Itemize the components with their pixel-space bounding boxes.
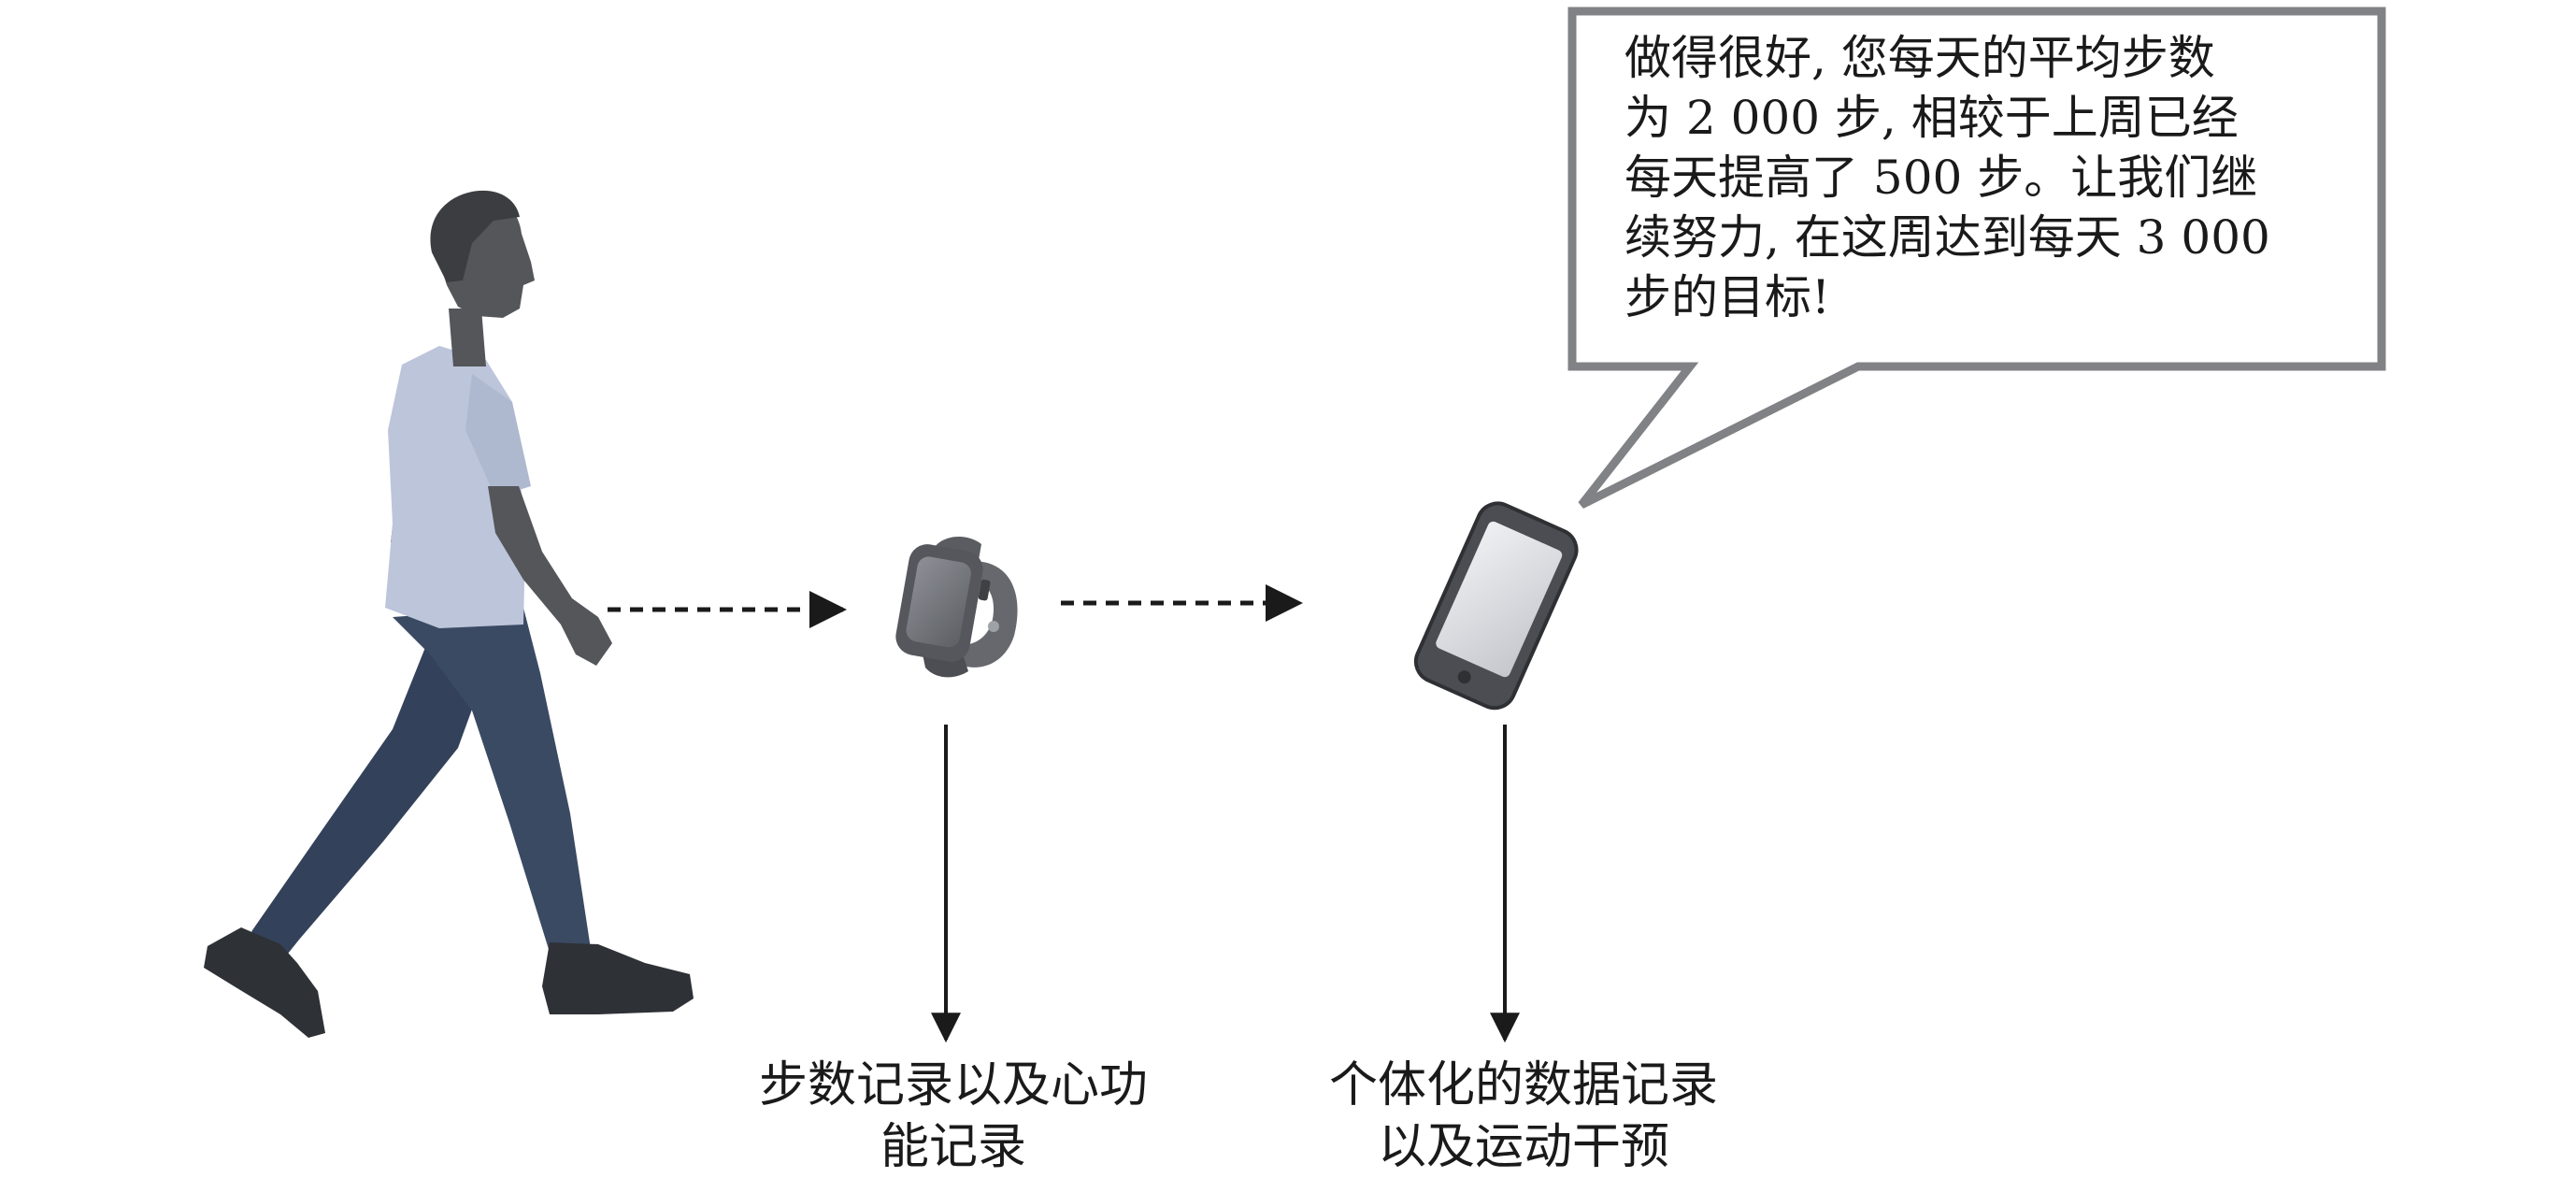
speech-bubble: [1567, 7, 2386, 510]
front-leg: [393, 608, 591, 958]
back-shoe: [204, 927, 325, 1038]
bubble-line: 续努力, 在这周达到每天 3 000: [1624, 210, 2270, 265]
watch-caption-line: 步数记录以及心功: [758, 1057, 1148, 1113]
bubble-line: 做得很好, 您每天的平均步数: [1624, 31, 2215, 85]
bubble-line: 步的目标!: [1624, 270, 1831, 324]
front-shoe: [542, 942, 694, 1014]
bubble-line: 每天提高了 500 步。让我们继: [1624, 151, 2258, 205]
watch-caption-line: 能记录: [880, 1119, 1026, 1175]
phone-caption-line: 以及运动干预: [1377, 1119, 1669, 1175]
bubble-line: 为 2 000 步, 相较于上周已经: [1624, 91, 2239, 145]
phone-caption-line: 个体化的数据记录: [1328, 1057, 1718, 1113]
watch-crown: [978, 579, 991, 601]
watch-caption: 步数记录以及心功 能记录: [710, 1055, 1196, 1178]
smartwatch-icon: [895, 537, 1018, 678]
phone-screen: [1436, 521, 1563, 678]
sleeve: [465, 374, 531, 497]
smartphone-icon: [1413, 501, 1579, 711]
walking-person-icon: [204, 190, 694, 1038]
hair: [430, 190, 520, 282]
speech-bubble-text: 做得很好, 您每天的平均步数 为 2 000 步, 相较于上周已经 每天提高了 …: [1624, 28, 2316, 327]
phone-home-button: [1457, 670, 1471, 684]
back-leg: [241, 612, 495, 963]
phone-caption: 个体化的数据记录 以及运动干预: [1281, 1055, 1767, 1178]
watch-screen: [906, 556, 971, 648]
watch-band-loop: [961, 561, 1018, 668]
front-arm: [488, 486, 612, 666]
neck: [449, 309, 486, 366]
